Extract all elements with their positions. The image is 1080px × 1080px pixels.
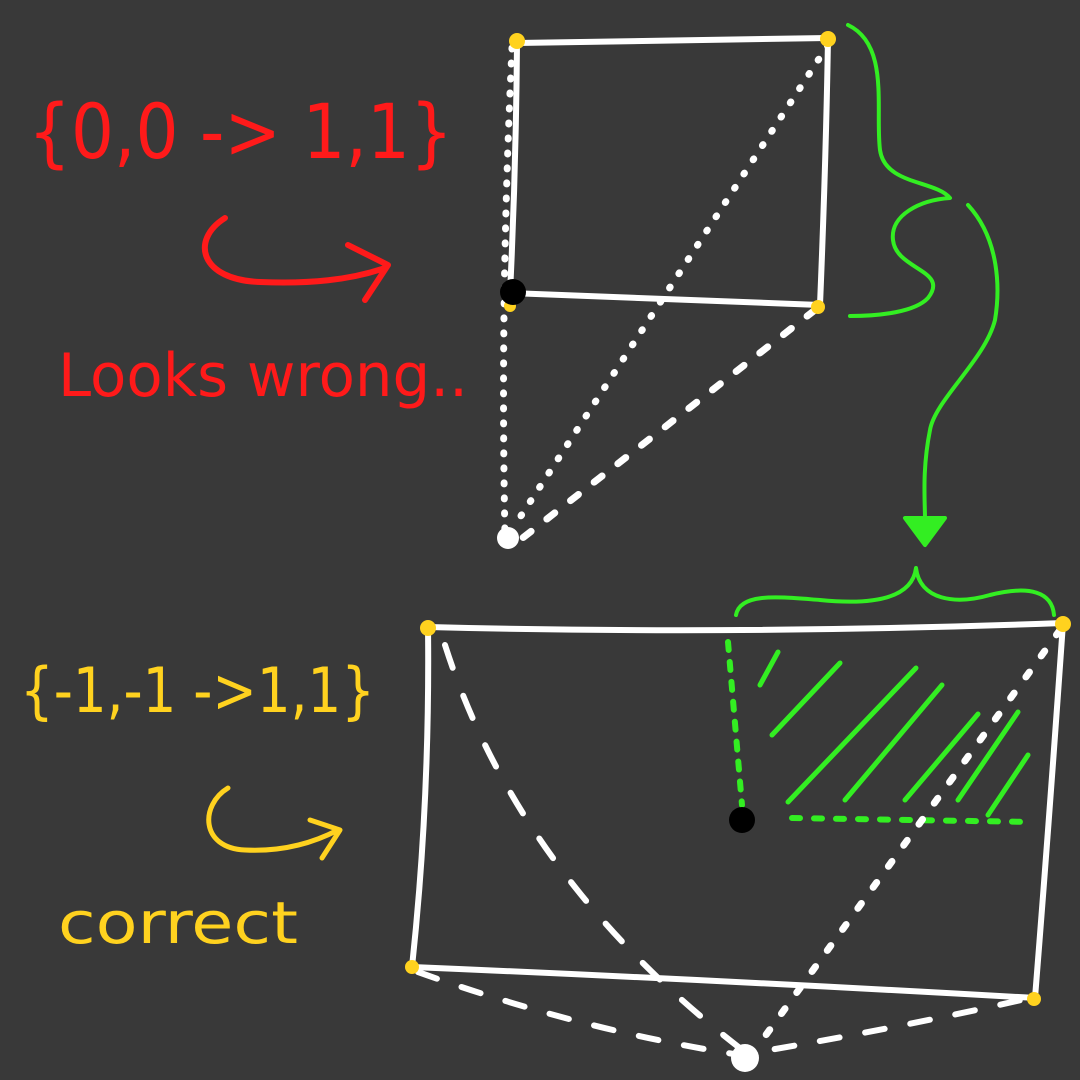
top-vertex-tr [820,31,836,47]
top-diagonal-projection-dots [511,41,832,529]
top-curved-arrow-icon [202,215,391,303]
top-left-projection-dots [500,44,516,539]
bottom-verdict-label: correct [58,889,298,957]
bottom-top-curly-brace [734,566,1056,617]
bottom-left-projection-dashes [442,642,748,1055]
top-right-curly-brace [846,23,952,318]
bottom-diagram [405,616,1071,1072]
top-bottom-projection-dots [516,306,819,544]
bottom-vertex-br [1027,992,1041,1006]
top-vertex-tl [509,33,525,49]
bottom-origin-point [729,807,755,833]
top-origin-point [500,279,526,305]
quadrant-horizontal-dots [789,815,1035,825]
top-camera-point [497,527,519,549]
bottom-vertex-tl [420,620,436,636]
top-vertex-br [811,300,825,314]
bottom-floor-projection-dashes [415,969,1033,1058]
top-range-label: {0,0 -> 1,1} [28,87,453,176]
bottom-camera-point [731,1044,759,1072]
bottom-vertex-bl [405,960,419,974]
top-rectangle [507,35,831,308]
bottom-range-label: {-1,-1 ->1,1} [20,654,375,727]
bottom-annotation: {-1,-1 ->1,1} correct [20,654,375,957]
connector-arrowhead [903,516,947,547]
green-connectors [734,23,1056,617]
top-annotation: {0,0 -> 1,1} Looks wrong.. [28,87,468,411]
connector-curve [922,203,1000,522]
top-diagram [497,31,836,549]
top-verdict-label: Looks wrong.. [58,341,468,411]
bottom-vertex-tr [1055,616,1071,632]
bottom-right-projection-dots [751,626,1064,1054]
green-hatching [757,649,1031,818]
bottom-curved-arrow-icon [206,785,343,861]
quadrant-vertical-dots [725,639,745,808]
